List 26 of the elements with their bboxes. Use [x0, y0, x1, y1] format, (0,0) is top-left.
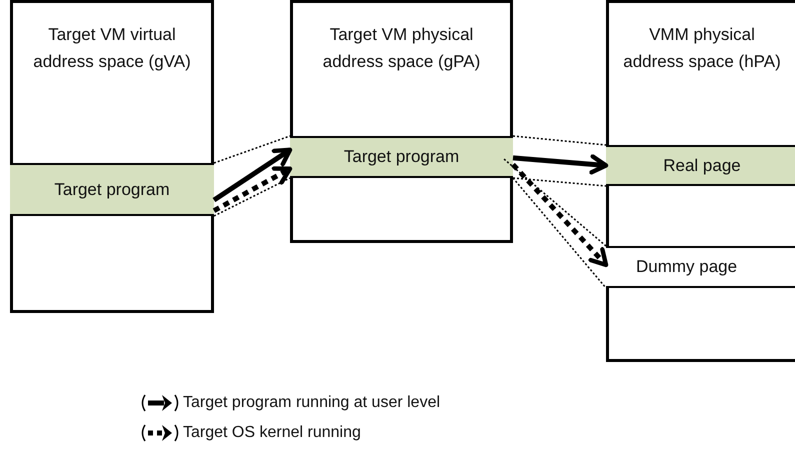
region-label: Target program [54, 180, 170, 200]
memory-region [10, 163, 214, 216]
address-space-heading: Target VM physical address space (gPA) [322, 24, 482, 73]
mapping-line [512, 135, 606, 146]
arrow [212, 166, 292, 213]
memory-region [290, 136, 513, 178]
legend-label: Target program running at user level [183, 394, 440, 412]
memory-region [606, 145, 795, 186]
address-space-heading: VMM physical address space (hPA) [622, 24, 782, 73]
region-label: Dummy page [636, 257, 738, 277]
address-space-box [606, 0, 795, 362]
legend-label: Target OS kernel running [183, 424, 361, 442]
mapping-line [512, 177, 606, 187]
address-space-heading: Target VM virtual address space (gVA) [32, 24, 192, 73]
address-space-box [290, 0, 513, 243]
region-label: Target program [344, 147, 460, 167]
arrow [512, 154, 608, 175]
mapping-line [214, 135, 290, 164]
memory-region [606, 246, 795, 288]
address-space-box [10, 0, 214, 313]
mapping-line [214, 177, 290, 217]
region-label: Real page [663, 156, 741, 176]
arrow [212, 148, 292, 202]
mapping-line [512, 178, 607, 288]
mapping-line [504, 158, 606, 247]
arrow [511, 162, 608, 268]
